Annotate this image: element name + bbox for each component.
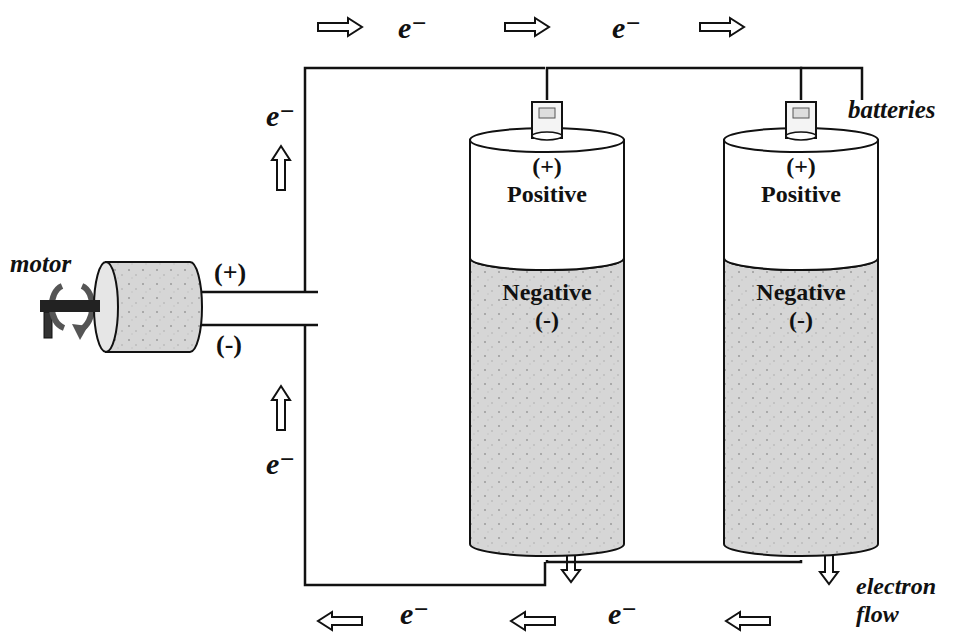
battery: (+) PositiveNegative (-): [722, 100, 880, 560]
symbol-label: e⁻: [608, 596, 637, 631]
wire-connector: [547, 560, 801, 562]
part-label: motor: [10, 250, 71, 278]
part-label: batteries: [848, 96, 936, 124]
terminal-label: Negative (-): [490, 278, 604, 334]
terminal-label: (+) Positive: [744, 152, 858, 208]
symbol-label: e⁻: [266, 98, 295, 133]
wire-connector: [547, 68, 801, 100]
terminal-label: (+) Positive: [490, 152, 604, 208]
part-label: electron flow: [856, 572, 946, 628]
symbol-label: e⁻: [266, 446, 295, 481]
terminal-label: Negative (-): [744, 278, 858, 334]
symbol-label: e⁻: [400, 596, 429, 631]
symbol-label: e⁻: [612, 10, 641, 45]
symbol-label: (-): [216, 330, 242, 360]
symbol-label: (+): [214, 258, 246, 288]
battery: (+) PositiveNegative (-): [468, 100, 626, 560]
symbol-label: e⁻: [398, 10, 427, 45]
